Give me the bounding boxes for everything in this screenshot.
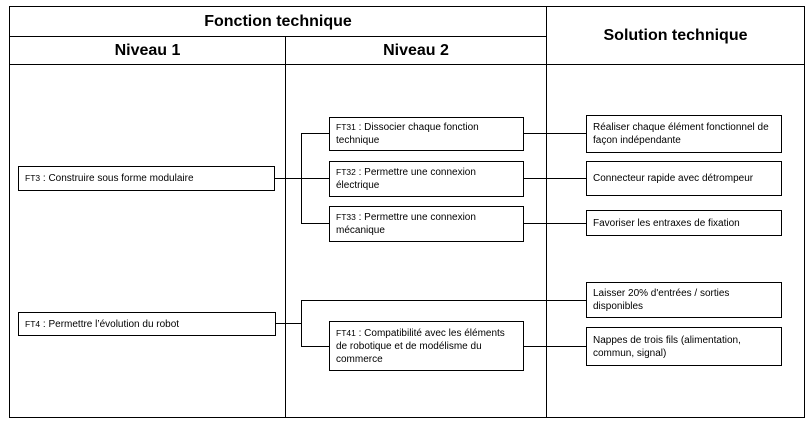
ft41-text: : Compatibilité avec les éléments de rob… bbox=[336, 327, 505, 365]
solution-ft33-box: Favoriser les entraxes de fixation bbox=[586, 210, 782, 236]
header-niveau1-label: Niveau 1 bbox=[114, 41, 181, 59]
header-fonction-technique-label: Fonction technique bbox=[204, 12, 352, 30]
solution-ft41b-text: Nappes de trois fils (alimentation, comm… bbox=[593, 334, 741, 359]
ft32-text: : Permettre une connexion électrique bbox=[336, 167, 476, 191]
ft31-text: : Dissocier chaque fonction technique bbox=[336, 122, 479, 146]
header-solution-technique-label: Solution technique bbox=[603, 26, 748, 44]
connector-lines bbox=[275, 133, 586, 347]
solution-ft31-box: Réaliser chaque élément fonctionnel de f… bbox=[586, 115, 782, 153]
header-niveau2-label: Niveau 2 bbox=[383, 41, 449, 59]
header-niveau1: Niveau 1 bbox=[10, 37, 285, 64]
ft3-code: FT3 bbox=[25, 173, 41, 183]
solution-ft32-text: Connecteur rapide avec détrompeur bbox=[593, 173, 754, 184]
ft3-box: FT3 : Construire sous forme modulaire bbox=[18, 166, 275, 191]
solution-ft41b-box: Nappes de trois fils (alimentation, comm… bbox=[586, 327, 782, 366]
header-niveau2: Niveau 2 bbox=[286, 37, 546, 64]
solution-ft31-text: Réaliser chaque élément fonctionnel de f… bbox=[593, 122, 769, 146]
ft31-box: FT31 : Dissocier chaque fonction techniq… bbox=[329, 117, 524, 151]
ft33-code: FT33 bbox=[336, 212, 356, 222]
header-fonction-technique: Fonction technique bbox=[10, 7, 546, 36]
ft32-box: FT32 : Permettre une connexion électriqu… bbox=[329, 161, 524, 197]
ft41-code: FT41 bbox=[336, 327, 356, 338]
solution-ft33-text: Favoriser les entraxes de fixation bbox=[593, 217, 740, 229]
ft3-text: : Construire sous forme modulaire bbox=[40, 173, 194, 184]
ft33-text: : Permettre une connexion mécanique bbox=[336, 212, 476, 236]
ft31-code: FT31 bbox=[336, 122, 356, 132]
solution-ft32-box: Connecteur rapide avec détrompeur bbox=[586, 161, 782, 196]
ft4-text: : Permettre l’évolution du robot bbox=[40, 318, 180, 330]
header-solution-technique: Solution technique bbox=[547, 7, 804, 64]
ft41-box: FT41 : Compatibilité avec les éléments d… bbox=[329, 321, 524, 371]
solution-ft41a-text: Laisser 20% d'entrées / sorties disponib… bbox=[593, 288, 730, 312]
ft32-code: FT32 bbox=[336, 167, 356, 177]
ft4-box: FT4 : Permettre l’évolution du robot bbox=[18, 312, 276, 336]
solution-ft41a-box: Laisser 20% d'entrées / sorties disponib… bbox=[586, 282, 782, 318]
ft4-code: FT4 bbox=[25, 318, 41, 329]
ft33-box: FT33 : Permettre une connexion mécanique bbox=[329, 206, 524, 242]
